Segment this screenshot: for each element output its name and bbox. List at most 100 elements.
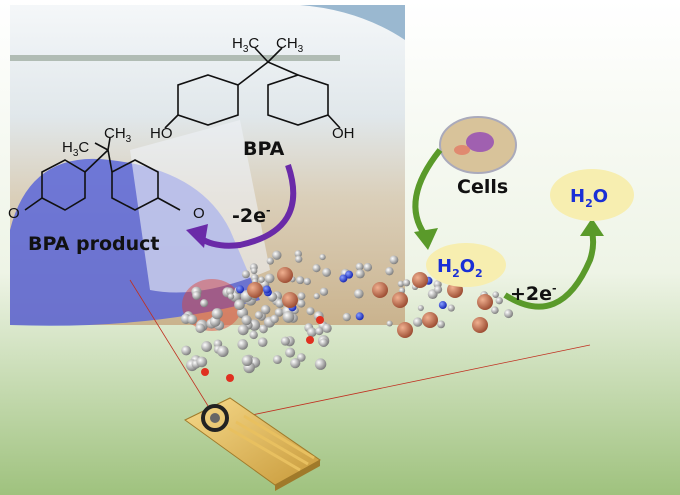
atom bbox=[492, 291, 499, 298]
atom bbox=[402, 279, 411, 287]
carbon-atom bbox=[297, 353, 306, 362]
h2o2-label: H2O2 bbox=[437, 256, 483, 280]
bpa-hydroxyl-left: HO bbox=[150, 125, 173, 142]
carbon-atom bbox=[192, 291, 201, 300]
atom bbox=[386, 320, 393, 327]
atom bbox=[313, 293, 320, 300]
pointer-line bbox=[217, 344, 591, 423]
reduction-label: +2e- bbox=[510, 282, 557, 305]
carbon-atom bbox=[181, 345, 192, 356]
carbon-atom bbox=[234, 299, 245, 311]
cells-label: Cells bbox=[457, 176, 508, 198]
atom bbox=[389, 255, 399, 265]
carbon-atom bbox=[315, 327, 324, 336]
nanocomposite-molecule bbox=[180, 250, 514, 382]
oxygen-atom bbox=[226, 374, 234, 382]
carbon-atom bbox=[272, 355, 282, 365]
atom bbox=[354, 288, 364, 299]
carbon-atom bbox=[297, 299, 306, 308]
nitrogen-atom bbox=[236, 285, 245, 294]
atom bbox=[363, 262, 373, 272]
atom bbox=[296, 276, 305, 285]
metal-node bbox=[282, 292, 298, 308]
atom bbox=[413, 317, 423, 327]
atom bbox=[272, 250, 282, 260]
atom bbox=[266, 257, 274, 265]
carbon-atom bbox=[282, 311, 295, 323]
metal-node bbox=[397, 322, 413, 338]
bpa-methyl-left: H3C bbox=[232, 35, 259, 55]
carbon-atom bbox=[196, 356, 208, 368]
h2o2-bubble: H2O2 bbox=[426, 243, 506, 287]
carbon-atom bbox=[254, 311, 263, 320]
carbon-atom bbox=[217, 345, 229, 358]
metal-node bbox=[422, 312, 438, 328]
h2o-label: H2O bbox=[570, 186, 608, 210]
carbon-atom bbox=[314, 358, 327, 370]
metal-node bbox=[247, 282, 263, 298]
atom bbox=[495, 297, 503, 305]
oxidation-arrow: -2e- bbox=[186, 164, 297, 249]
carbon-atom bbox=[307, 327, 317, 338]
atom bbox=[295, 255, 303, 263]
atom bbox=[303, 277, 311, 286]
atom bbox=[342, 312, 351, 322]
atom bbox=[397, 280, 405, 287]
carbon-atom bbox=[241, 315, 252, 326]
product-oxygen-right: O bbox=[193, 205, 205, 222]
carbon-atom bbox=[280, 336, 290, 346]
river-photo bbox=[10, 5, 405, 326]
product-oxygen-left: O bbox=[8, 205, 20, 222]
bpa-hydroxyl-right: OH bbox=[332, 125, 355, 142]
bpa-structure: H3C CH3 HO OH BPA bbox=[150, 35, 355, 160]
atom bbox=[227, 293, 235, 300]
carbon-atom bbox=[241, 355, 253, 367]
atom bbox=[504, 309, 514, 319]
h2o-bubble: H2O bbox=[550, 169, 634, 221]
oxidation-label: -2e- bbox=[232, 204, 271, 227]
carbon-atom bbox=[290, 358, 301, 369]
atom bbox=[319, 253, 326, 261]
cell-illustration: Cells bbox=[439, 116, 517, 198]
carbon-atom bbox=[257, 337, 268, 347]
pointer-line bbox=[129, 279, 219, 423]
atom bbox=[322, 267, 332, 277]
carbon-atom bbox=[306, 307, 315, 316]
atom bbox=[355, 269, 365, 279]
product-methyl-left: H3C bbox=[62, 139, 89, 159]
carbon-atom bbox=[274, 308, 284, 317]
atom bbox=[260, 304, 271, 315]
screen-printed-electrode bbox=[129, 279, 591, 491]
sample-vial bbox=[130, 120, 270, 293]
atom bbox=[241, 270, 250, 279]
reduction-arrow: +2e- bbox=[503, 218, 604, 310]
oxygen-atom bbox=[201, 368, 209, 376]
atom bbox=[417, 305, 424, 312]
bpa-methyl-right: CH3 bbox=[276, 35, 304, 55]
metal-node bbox=[392, 292, 408, 308]
atom bbox=[437, 320, 445, 329]
carbon-atom bbox=[187, 314, 198, 325]
atom bbox=[264, 273, 275, 284]
nitrogen-atom bbox=[262, 285, 271, 294]
atom bbox=[258, 276, 265, 283]
atom bbox=[297, 292, 306, 301]
metal-node bbox=[477, 294, 493, 310]
atom bbox=[355, 262, 364, 271]
carbon-atom bbox=[275, 299, 285, 308]
atom bbox=[385, 266, 394, 276]
carbon-atom bbox=[237, 324, 249, 336]
atom bbox=[312, 264, 321, 273]
carbon-atom bbox=[200, 299, 209, 308]
metal-node bbox=[372, 282, 388, 298]
atom bbox=[270, 314, 279, 324]
bpa-product-label: BPA product bbox=[28, 233, 159, 255]
metal-node bbox=[412, 272, 428, 288]
h2o2-release-arrow bbox=[412, 148, 443, 250]
atom bbox=[434, 285, 443, 294]
carbon-atom bbox=[201, 341, 213, 352]
atom bbox=[319, 287, 329, 296]
nitrogen-atom bbox=[345, 270, 354, 279]
bpa-label: BPA bbox=[243, 138, 285, 160]
